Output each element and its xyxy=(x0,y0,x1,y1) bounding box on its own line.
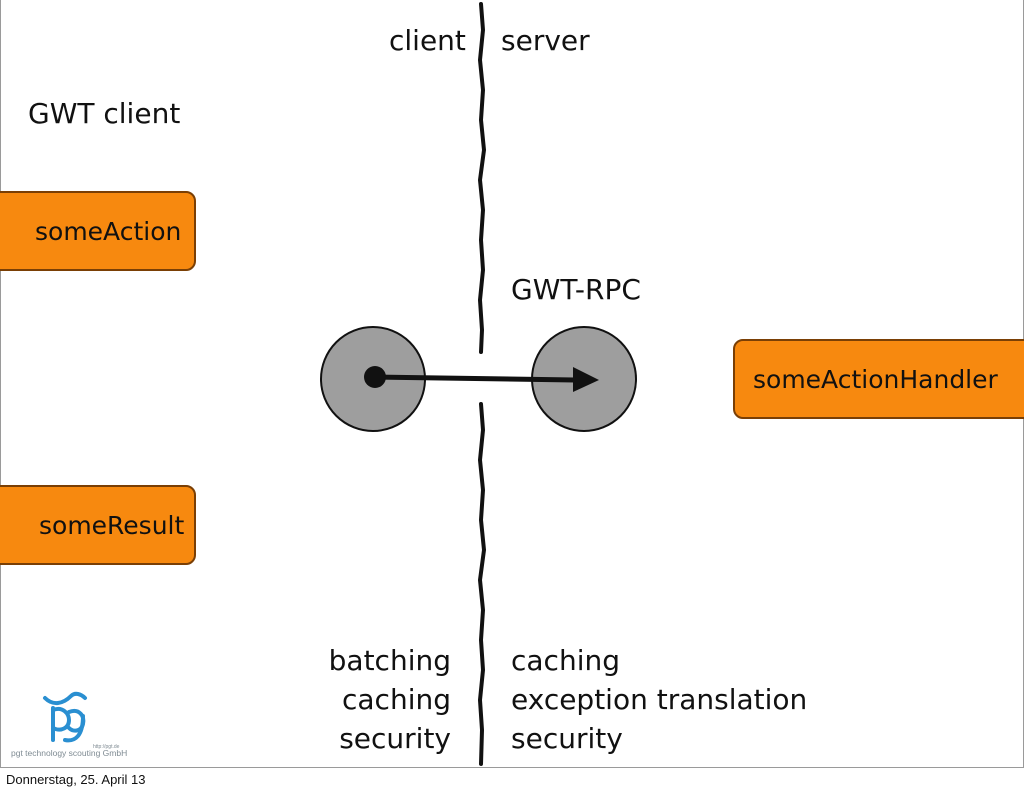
server-feature-item: security xyxy=(511,722,623,755)
slide: client server GWT client someAction some… xyxy=(0,0,1024,768)
client-feature-item: caching xyxy=(342,683,451,716)
rpc-label: GWT-RPC xyxy=(511,273,641,306)
pgt-logo: pgt technology scouting GmbH http://pgt.… xyxy=(11,691,127,758)
divider-line-bottom xyxy=(477,402,487,766)
some-action-box: someAction xyxy=(0,191,196,271)
rpc-arrow-tail xyxy=(364,366,386,388)
client-label: client xyxy=(389,24,466,57)
server-feature-item: caching xyxy=(511,644,620,677)
footer-date: Donnerstag, 25. April 13 xyxy=(6,772,146,787)
rpc-arrow-head xyxy=(573,367,599,392)
some-action-label: someAction xyxy=(35,216,182,246)
diagram-graphics xyxy=(320,2,637,766)
footer: Donnerstag, 25. April 13 xyxy=(0,768,1024,788)
divider-line-top xyxy=(477,2,487,354)
svg-text:pgt technology scouting GmbH: pgt technology scouting GmbH xyxy=(11,748,127,758)
client-feature-item: security xyxy=(339,722,451,755)
server-label: server xyxy=(501,24,590,57)
client-features-list: batching caching security xyxy=(329,647,451,764)
gwt-client-title: GWT client xyxy=(28,97,181,130)
client-feature-item: batching xyxy=(328,644,451,677)
some-result-box: someResult xyxy=(0,485,196,565)
rpc-arrow-line xyxy=(372,374,578,383)
server-features-list: caching exception translation security xyxy=(511,647,807,764)
svg-text:http://pgt.de: http://pgt.de xyxy=(93,744,120,750)
some-action-handler-label: someActionHandler xyxy=(753,364,998,394)
some-result-label: someResult xyxy=(39,510,185,540)
some-action-handler-box: someActionHandler xyxy=(733,339,1024,419)
server-feature-item: exception translation xyxy=(511,683,808,716)
